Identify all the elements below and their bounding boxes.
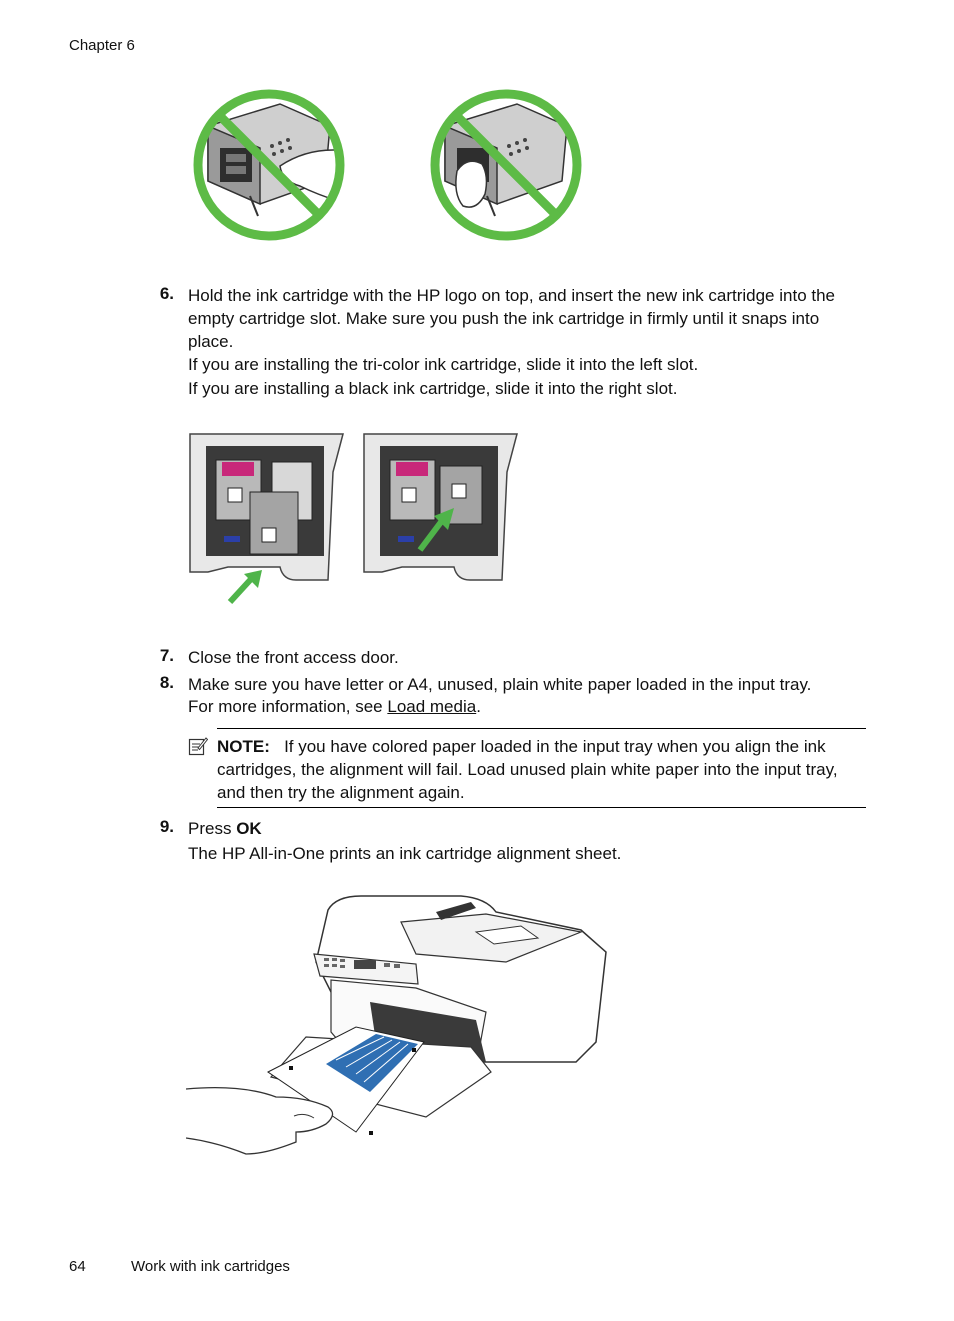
printer-alignment-sheet-illustration (186, 892, 616, 1162)
step-number: 9. (159, 817, 174, 836)
footer-section-title: Work with ink cartridges (131, 1258, 290, 1275)
note-icon (188, 736, 208, 756)
step-7-text: Close the front access door. (188, 648, 399, 667)
note-body: If you have colored paper loaded in the … (217, 737, 838, 802)
step-8-text: Make sure you have letter or A4, unused,… (188, 675, 812, 694)
do-not-touch-nozzles-illustration (427, 86, 585, 244)
step-6-black-text: If you are installing a black ink cartri… (188, 379, 678, 398)
press-label: Press (188, 819, 237, 838)
load-media-link[interactable]: Load media (387, 697, 477, 716)
more-info-prefix: For more information, see (188, 697, 388, 716)
insert-black-cartridge-illustration (362, 432, 522, 607)
note-text: NOTE: If you have colored paper loaded i… (217, 735, 867, 804)
step-number: 6. (159, 284, 174, 303)
step-8-more-info: For more information, see Load media. (188, 695, 868, 718)
more-info-suffix: . (476, 697, 481, 716)
insert-tricolor-cartridge-illustration (188, 432, 348, 607)
step-9-text: Press OK (188, 817, 868, 840)
note-label: NOTE: (217, 737, 270, 756)
note-bottom-rule (217, 807, 866, 808)
note-top-rule (217, 728, 866, 729)
step-6-tricolor-text: If you are installing the tri-color ink … (188, 355, 699, 374)
do-not-touch-contacts-illustration (190, 86, 348, 244)
step-9-result: The HP All-in-One prints an ink cartridg… (188, 844, 622, 863)
ok-key: OK (236, 819, 262, 838)
chapter-header: Chapter 6 (69, 37, 135, 54)
step-number: 7. (159, 646, 174, 665)
page-number: 64 (69, 1258, 86, 1275)
step-number: 8. (159, 673, 174, 692)
step-6-text: Hold the ink cartridge with the HP logo … (188, 286, 836, 351)
